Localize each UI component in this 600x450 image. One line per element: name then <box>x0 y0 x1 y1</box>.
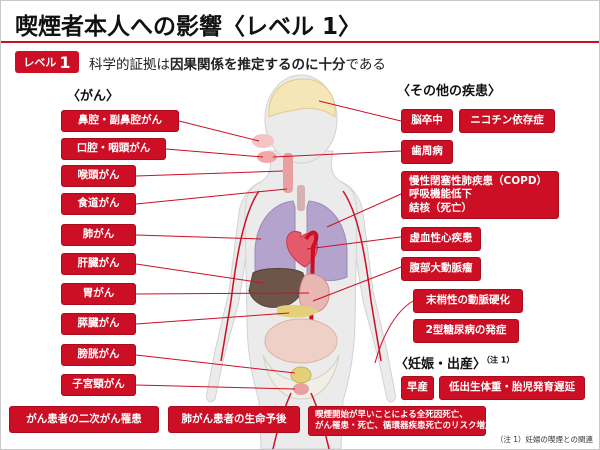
connector-lines <box>135 100 414 390</box>
uterus <box>293 383 309 395</box>
throat <box>283 153 293 193</box>
cancer-item: 膵臓がん <box>61 313 136 335</box>
level-badge-prefix: レベル <box>23 56 57 69</box>
pregnancy-lbw: 低出生体重・胎児発育遅延 <box>439 376 585 400</box>
pregnancy-note: （注 1） <box>486 355 515 365</box>
subtitle-part2: である <box>345 57 386 73</box>
cancer-item: 膀胱がん <box>61 344 136 366</box>
heart <box>286 231 318 268</box>
disease-stroke: 脳卒中 <box>401 109 453 133</box>
cancer-header: 〈がん〉 <box>67 89 120 104</box>
pelvis <box>262 354 340 400</box>
disease-copd: 慢性閉塞性肺疾患（COPD） 呼吸機能低下 結核（死亡） <box>401 171 559 219</box>
pregnancy-preterm: 早産 <box>401 376 434 400</box>
cancer-item: 肝臓がん <box>61 253 136 275</box>
mouth-area <box>257 151 277 163</box>
copd-line: 慢性閉塞性肺疾患（COPD） <box>409 175 548 188</box>
subtitle: 科学的証拠は因果関係を推定するのに十分である <box>89 53 386 73</box>
brain-shape <box>268 78 336 118</box>
arm-artery-left <box>220 190 260 362</box>
aorta <box>304 230 319 332</box>
disease-peripheral: 末梢性の動脈硬化 <box>413 289 523 313</box>
trachea <box>297 185 305 211</box>
disease-ischemic: 虚血性心疾患 <box>401 227 481 251</box>
page-title: 喫煙者本人への影響〈レベル 1〉 <box>15 14 362 40</box>
disease-aortic: 腹部大動脈瘤 <box>401 257 481 281</box>
cancer-item: 肺がん <box>61 224 136 246</box>
cancer-item: 喉頭がん <box>61 165 136 187</box>
other-diseases-header: 〈その他の疾患〉 <box>397 84 502 99</box>
cancer-item: 食道がん <box>61 193 136 215</box>
early-smoking-risk: 喫煙開始が早いことによる全死因死亡、 がん罹患・死亡、循環器疾患死亡のリスク増加 <box>308 406 494 436</box>
disease-nicotine: ニコチン依存症 <box>459 109 555 133</box>
cancer-item: 口腔・咽頭がん <box>61 138 166 160</box>
subtitle-bold: 因果関係を推定するのに十分 <box>170 57 346 73</box>
pregnancy-header-text: 〈妊娠・出産〉 <box>395 357 487 372</box>
nasal-area <box>252 134 274 148</box>
cancer-item: 鼻腔・副鼻腔がん <box>61 110 179 132</box>
early-smoking-line: がん罹患・死亡、循環器疾患死亡のリスク増加 <box>315 421 494 431</box>
copd-line: 呼吸機能低下 <box>409 188 472 201</box>
lung-cancer-prognosis: 肺がん患者の生命予後 <box>168 406 300 433</box>
cancer-item: 子宮頸がん <box>61 374 136 396</box>
copd-line: 結核（死亡） <box>409 201 472 214</box>
early-smoking-line: 喫煙開始が早いことによる全死因死亡、 <box>315 410 468 421</box>
second-cancer: がん患者の二次がん罹患 <box>9 406 159 433</box>
intestines <box>264 318 338 364</box>
pregnancy-header: 〈妊娠・出産〉（注 1） <box>395 353 514 372</box>
subtitle-part1: 科学的証拠は <box>89 57 170 73</box>
level-badge-number: 1 <box>59 52 71 72</box>
pancreas <box>277 304 319 318</box>
cancer-item: 胃がん <box>61 283 136 305</box>
bladder <box>290 366 312 384</box>
liver <box>248 268 305 308</box>
footnote: （注 1）妊婦の喫煙との関連 <box>495 435 593 444</box>
title-rule <box>1 41 599 43</box>
disease-diabetes: 2型糖尿病の発症 <box>413 319 519 343</box>
disease-periodontal: 歯周病 <box>401 140 453 164</box>
arm-artery-right <box>342 190 382 362</box>
